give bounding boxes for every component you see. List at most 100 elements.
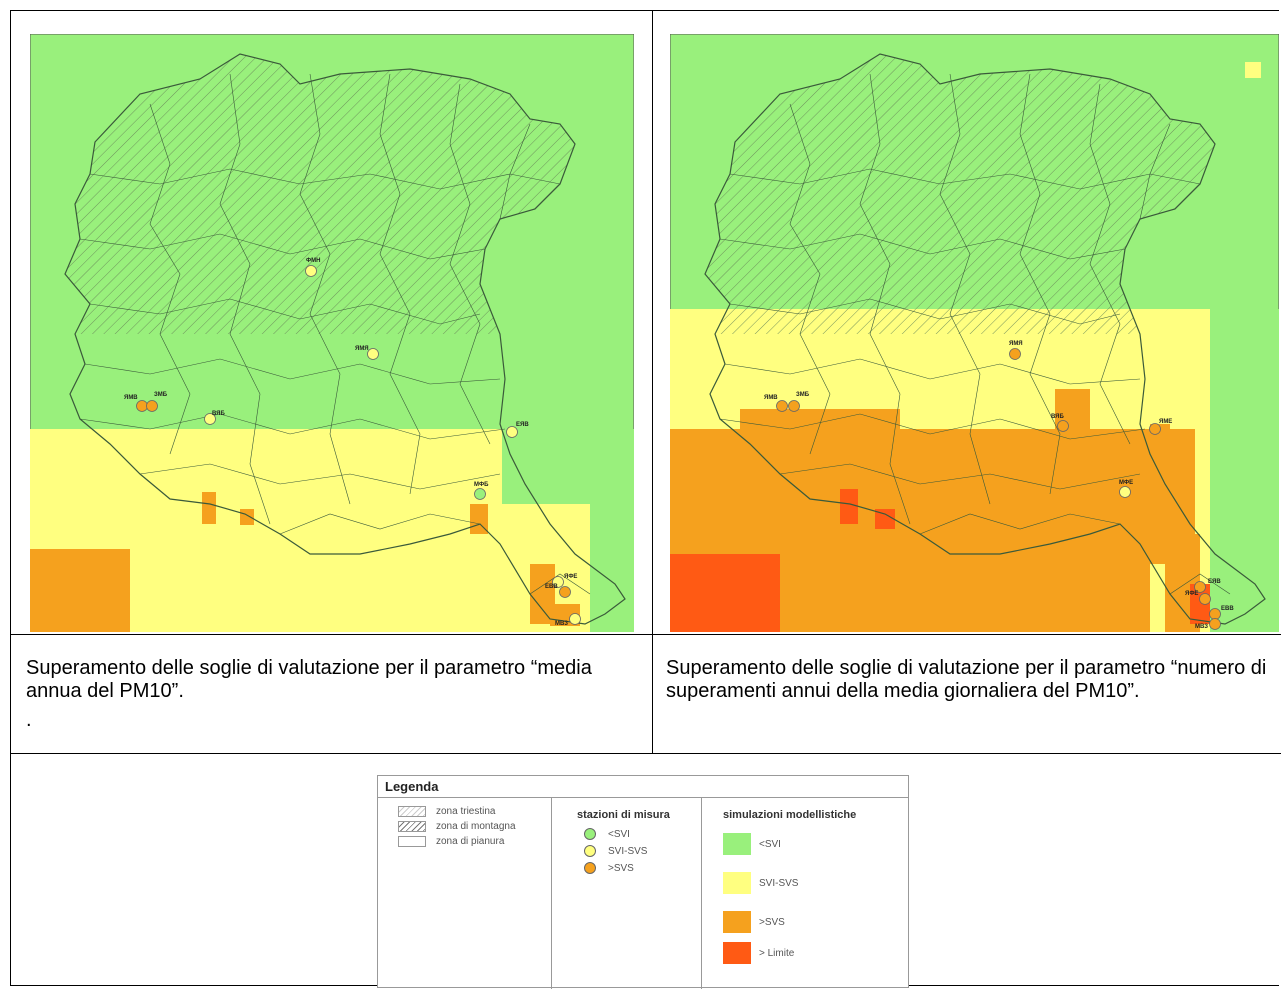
station-circle bbox=[1057, 420, 1069, 432]
concentration-cell bbox=[1210, 309, 1279, 632]
yellow-circle-icon bbox=[584, 845, 596, 857]
concentration-cell bbox=[202, 492, 216, 524]
station-circle bbox=[1009, 348, 1021, 360]
station-label: МВЗ bbox=[555, 621, 568, 627]
concentration-cell bbox=[875, 509, 895, 529]
orange-square-swatch bbox=[723, 911, 751, 933]
concentration-cell bbox=[780, 554, 920, 632]
legend-zone-label: zona di montagna bbox=[436, 821, 516, 832]
orange-circle-icon bbox=[584, 862, 596, 874]
legend-station-svi-svs: SVI-SVS bbox=[584, 845, 647, 857]
column-divider bbox=[652, 10, 653, 754]
legend-sim-above-svs: >SVS bbox=[723, 911, 785, 933]
station-marker: ЯМВ bbox=[764, 395, 788, 412]
station-label: ЕВВ bbox=[545, 584, 558, 590]
concentration-cell bbox=[670, 574, 700, 632]
station-circle bbox=[1199, 593, 1211, 605]
concentration-cell bbox=[80, 549, 130, 584]
station-circle bbox=[204, 413, 216, 425]
legend-sim-svi-svs: SVI-SVS bbox=[723, 872, 798, 894]
station-label: ЯФЕ bbox=[564, 574, 577, 580]
station-label: ЗМБ bbox=[796, 392, 810, 398]
legend-station-label: <SVI bbox=[608, 828, 630, 840]
station-circle bbox=[367, 348, 379, 360]
station-circle bbox=[1209, 618, 1221, 630]
station-marker: МФЕ bbox=[1119, 480, 1133, 498]
dark-hatch-swatch bbox=[398, 821, 426, 832]
station-circle bbox=[559, 586, 571, 598]
station-label: ЯМВ bbox=[124, 395, 138, 401]
concentration-cell bbox=[30, 429, 255, 474]
station-label: ЯМВ bbox=[764, 395, 778, 401]
station-marker: ЗМБ bbox=[788, 392, 810, 412]
station-marker: МВЗ bbox=[555, 613, 581, 627]
map-pm10-annual-mean: ФМН ЯМВ ЗМБ ВЯБ ЯМЯ МФБ ЕЯВ ЯФЕ ЕВВ МВЗ bbox=[30, 34, 634, 632]
legend-sim-label: <SVI bbox=[759, 838, 781, 850]
legend-stations-heading: stazioni di misura bbox=[577, 809, 670, 821]
row-divider-1 bbox=[10, 634, 1281, 635]
station-label: МВЗ bbox=[1195, 624, 1208, 630]
map-legend: Legenda zona triestina zona di montagna … bbox=[377, 775, 909, 989]
yellow-square-swatch bbox=[723, 872, 751, 894]
station-circle bbox=[1119, 486, 1131, 498]
legend-sim-label: > Limite bbox=[759, 947, 795, 959]
legend-station-below-svi: <SVI bbox=[584, 828, 630, 840]
station-marker: ЯМЕ bbox=[1149, 419, 1172, 435]
station-label: ЗМБ bbox=[154, 392, 168, 398]
legend-station-above-svs: >SVS bbox=[584, 862, 634, 874]
legend-zone-plain: zona di pianura bbox=[398, 836, 504, 847]
station-label: ФМН bbox=[306, 258, 320, 264]
station-marker: ЕЯВ bbox=[506, 422, 529, 438]
station-circle bbox=[1149, 423, 1161, 435]
station-marker: МФБ bbox=[474, 482, 489, 500]
station-label: МФЕ bbox=[1119, 480, 1133, 486]
concentration-cell bbox=[130, 549, 155, 632]
legend-separator-2 bbox=[701, 797, 702, 989]
station-label: ЕВВ bbox=[1221, 606, 1234, 612]
station-circle bbox=[506, 426, 518, 438]
green-square-swatch bbox=[723, 833, 751, 855]
station-marker: ВЯБ bbox=[1051, 414, 1069, 432]
station-label: ЕЯВ bbox=[516, 422, 529, 428]
legend-title: Legenda bbox=[385, 779, 439, 794]
station-marker: ЯМЯ bbox=[1009, 341, 1023, 360]
station-circle bbox=[552, 576, 564, 588]
legend-station-label: SVI-SVS bbox=[608, 845, 648, 857]
station-marker: ЗМБ bbox=[146, 392, 168, 412]
legend-zone-label: zona triestina bbox=[436, 806, 496, 817]
row-divider-2 bbox=[10, 753, 1281, 754]
station-circle bbox=[136, 400, 148, 412]
legend-sim-below-svi: <SVI bbox=[723, 833, 781, 855]
concentration-cell bbox=[840, 489, 858, 524]
station-label: ЯМЯ bbox=[1009, 341, 1023, 347]
station-marker: ЕЯВ bbox=[1194, 579, 1221, 593]
station-label: ЯФЕ bbox=[1185, 591, 1198, 597]
station-marker: МВЗ bbox=[1195, 618, 1221, 630]
region-outline bbox=[704, 53, 1266, 625]
station-label: ВЯБ bbox=[1051, 414, 1064, 420]
station-marker: ЕВВ bbox=[545, 584, 571, 598]
station-label: ЕЯВ bbox=[1208, 579, 1221, 585]
station-marker: ВЯБ bbox=[204, 411, 225, 425]
legend-zone-label: zona di pianura bbox=[436, 836, 505, 847]
station-circle bbox=[569, 613, 581, 625]
legend-sim-label: >SVS bbox=[759, 916, 785, 928]
concentration-cell bbox=[30, 564, 65, 632]
green-circle-icon bbox=[584, 828, 596, 840]
station-circle bbox=[1194, 581, 1206, 593]
caption-annual-mean: Superamento delle soglie di valutazione … bbox=[26, 657, 592, 702]
station-marker: ЯФЕ bbox=[552, 574, 577, 588]
station-marker: ЯМЯ bbox=[355, 346, 379, 360]
station-label: МФБ bbox=[474, 482, 489, 488]
station-circle bbox=[305, 265, 317, 277]
red-square-swatch bbox=[723, 942, 751, 964]
map-pm10-daily-exceedances: ЯМЯ ЯМВ ЗМБ ЯМЕ ВЯБ МФЕ ЕЯВ ЯФЕ ЕВВ МВЗ bbox=[670, 34, 1279, 632]
blank-swatch bbox=[398, 836, 426, 847]
region-outline bbox=[64, 53, 626, 625]
station-circle bbox=[146, 400, 158, 412]
concentration-cell bbox=[240, 509, 254, 525]
station-circle bbox=[788, 400, 800, 412]
legend-separator-1 bbox=[551, 797, 552, 989]
caption-daily-exceedances: Superamento delle soglie di valutazione … bbox=[666, 657, 1267, 702]
station-marker: ФМН bbox=[305, 258, 320, 277]
